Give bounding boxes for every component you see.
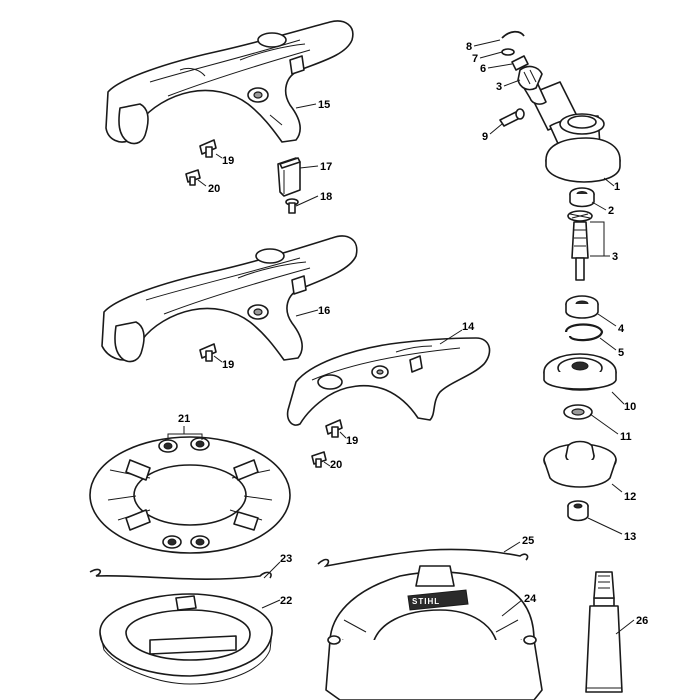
label-19-middle: 19 <box>222 359 234 371</box>
label-9: 9 <box>482 131 488 143</box>
wire-bow-25 <box>317 548 529 568</box>
nut-13 <box>567 500 589 522</box>
nut-6 <box>511 55 529 71</box>
brand-logo-text: STIHL <box>412 597 440 606</box>
label-11: 11 <box>620 431 632 443</box>
washer-11 <box>563 404 593 420</box>
thrust-plate-10 <box>543 353 617 391</box>
label-25: 25 <box>522 535 534 547</box>
plate-21 <box>89 436 291 554</box>
screw-20-upper <box>185 169 201 186</box>
label-20-lower: 20 <box>330 459 342 471</box>
gear-shaft-3 <box>567 210 593 281</box>
label-1: 1 <box>614 181 620 193</box>
deflector-16 <box>101 235 358 363</box>
label-4: 4 <box>618 323 625 335</box>
label-26: 26 <box>636 615 648 627</box>
label-7: 7 <box>472 53 478 65</box>
pinion-3-upper <box>517 65 543 91</box>
deflector-15 <box>105 20 354 145</box>
label-24: 24 <box>524 593 537 605</box>
label-3-lower: 3 <box>612 251 618 263</box>
label-18: 18 <box>320 191 332 203</box>
screw-18 <box>285 198 299 214</box>
label-17: 17 <box>320 161 332 173</box>
screw-9 <box>499 108 525 127</box>
label-13: 13 <box>624 531 636 543</box>
screw-19-upper <box>199 139 217 158</box>
cover-22 <box>99 593 273 685</box>
label-21: 21 <box>178 413 190 425</box>
grease-tube-26 <box>585 571 623 693</box>
cup-12 <box>543 440 617 488</box>
label-2: 2 <box>608 205 614 217</box>
deflector-14 <box>286 337 491 426</box>
label-6: 6 <box>480 63 486 75</box>
label-10: 10 <box>624 401 636 413</box>
screw-19-lower <box>325 419 343 438</box>
label-8: 8 <box>466 41 472 53</box>
gear-housing-1 <box>522 77 621 183</box>
bracket-17 <box>277 157 301 197</box>
bearing-2 <box>569 187 595 208</box>
label-3-upper: 3 <box>496 81 502 93</box>
label-5: 5 <box>618 347 624 359</box>
guard-base-24: STIHL <box>325 565 543 700</box>
washer-7 <box>501 48 515 56</box>
label-19-lower: 19 <box>346 435 358 447</box>
label-22: 22 <box>280 595 292 607</box>
screw-20-lower <box>311 451 327 468</box>
circlip-5 <box>564 323 604 342</box>
label-12: 12 <box>624 491 636 503</box>
part-labels: 15 19 20 17 18 16 19 14 19 20 21 23 22 2… <box>178 41 648 627</box>
label-15: 15 <box>318 99 330 111</box>
label-16: 16 <box>318 305 330 317</box>
screw-19-middle <box>199 343 217 362</box>
snap-ring-8 <box>501 30 525 39</box>
label-14: 14 <box>462 321 475 333</box>
label-23: 23 <box>280 553 292 565</box>
leader-lines <box>167 39 635 635</box>
label-19-upper: 19 <box>222 155 234 167</box>
bearing-4 <box>565 295 599 319</box>
label-20-upper: 20 <box>208 183 220 195</box>
spring-wire-23 <box>89 568 272 580</box>
